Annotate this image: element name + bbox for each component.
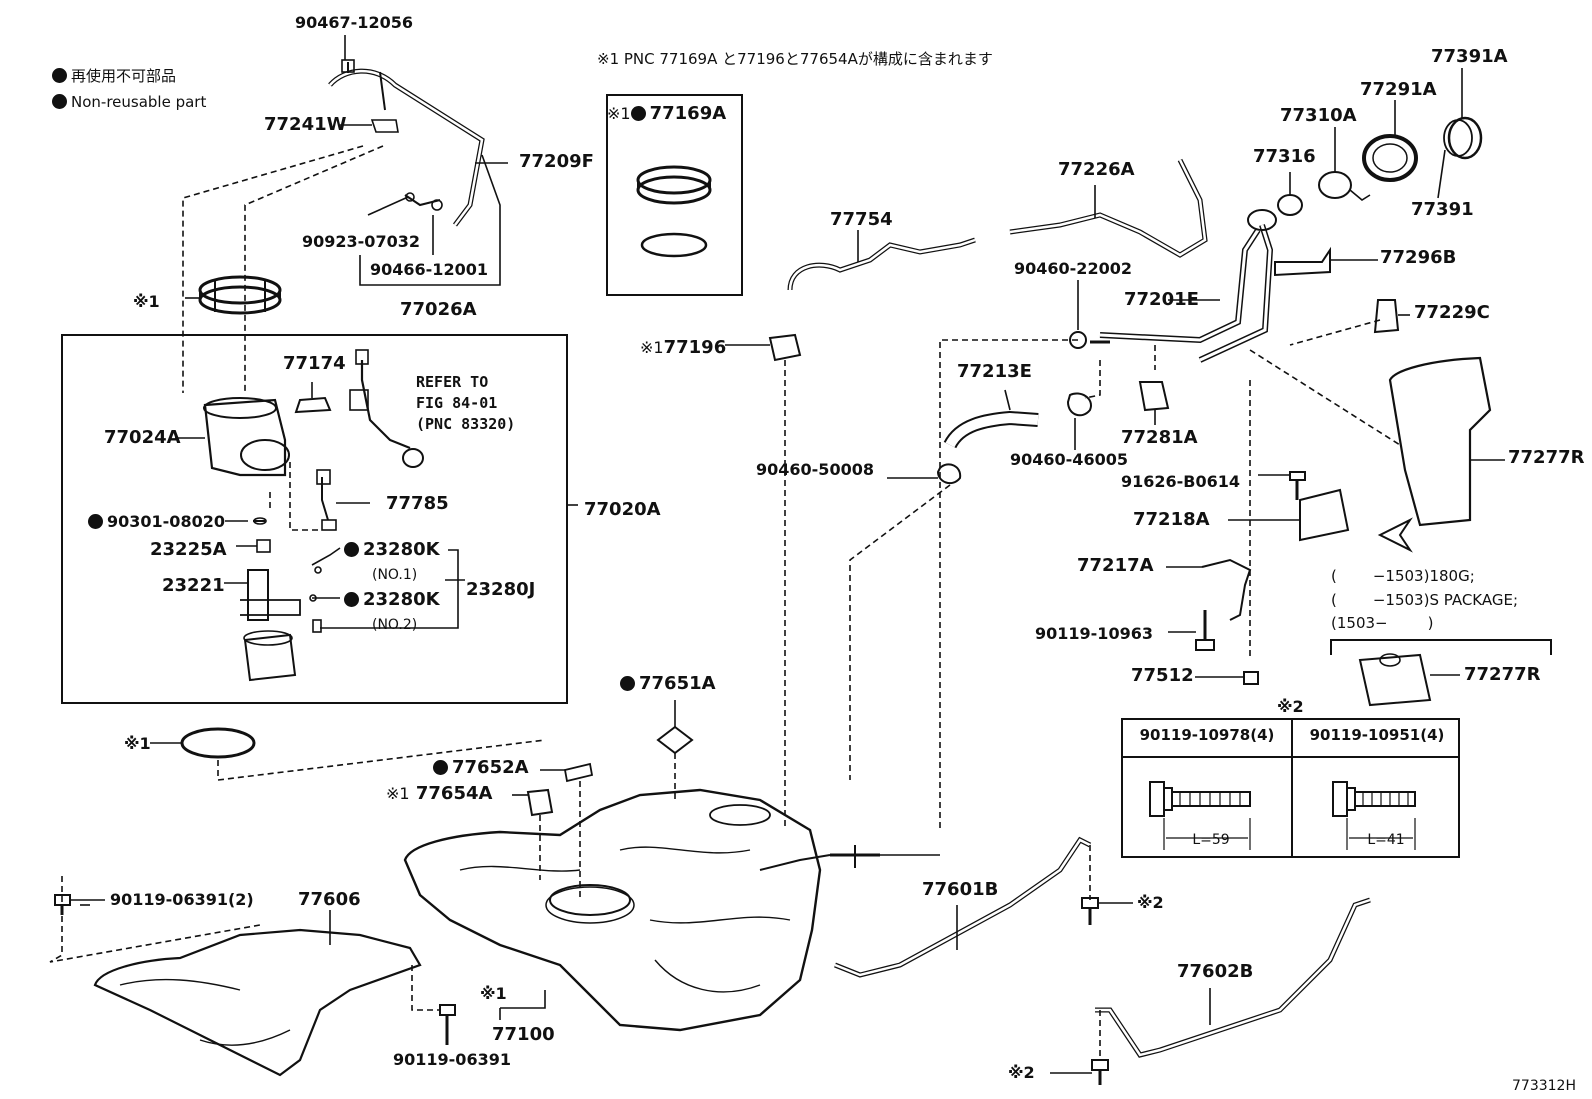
part-label: 77024A [104, 427, 181, 448]
fig-ref-line1: REFER TO [416, 373, 489, 391]
table-divider [1291, 720, 1293, 856]
non-reusable-dot-icon [344, 542, 359, 557]
bolt-table-col2: 90119-10951(4) [1309, 726, 1445, 744]
part-label: 77217A [1077, 555, 1154, 576]
part-label: 77026A [400, 299, 477, 320]
part-label: 77226A [1058, 159, 1135, 180]
legend-en: Non-reusable part [52, 92, 206, 112]
non-reusable-dot-icon [52, 68, 67, 83]
part-sub-label: (NO.1) [372, 567, 418, 583]
fig-ref-line3: (PNC 83320) [416, 415, 516, 433]
fuel-pump-23221 [247, 569, 269, 621]
mark-x1: ※1 [480, 984, 507, 1003]
part-label: 90460-22002 [1014, 259, 1132, 278]
bolt-diagram-41 [1332, 781, 1416, 850]
part-label-nonreusable: 77652A [433, 758, 529, 778]
table-header-line [1123, 756, 1458, 758]
part-label: 77100 [492, 1024, 555, 1045]
part-label: ※177196 [640, 337, 727, 358]
variant-line3: (1503−) [1331, 614, 1434, 632]
part-label: 77310A [1280, 105, 1357, 126]
non-reusable-dot-icon [88, 514, 103, 529]
part-label: 77241W [264, 114, 347, 135]
clip-77196 [768, 333, 802, 362]
pump-filter [243, 633, 297, 682]
part-label-nonreusable: 77651A [620, 674, 716, 694]
part-label: 90119-06391(2) [110, 890, 254, 909]
non-reusable-dot-icon [433, 760, 448, 775]
part-label: 90460-46005 [1010, 450, 1128, 469]
under-cover-77606 [93, 928, 422, 1077]
part-label: 23280J [466, 579, 536, 600]
part-label: 90466-12001 [370, 260, 488, 279]
part-label: 91626-B0614 [1121, 472, 1241, 491]
variant-line2: (−1503)S PACKAGE; [1331, 591, 1519, 609]
part-label: 77213E [957, 361, 1032, 382]
part-label: 77391A [1431, 46, 1508, 67]
fuel-pump-assembly-frame [61, 334, 568, 704]
bolt-table: 90119-10978(4) 90119-10951(4) L=59 L=41 [1121, 718, 1460, 858]
fig-ref-line2: FIG 84-01 [416, 394, 498, 412]
gasket-ring [180, 727, 256, 759]
part-label: 77201E [1124, 289, 1199, 310]
part-label: 77316 [1253, 146, 1316, 167]
mark-x1: ※1 [133, 292, 160, 311]
fuel-pump-module [203, 398, 287, 477]
tank-strap-77601B [834, 836, 1092, 978]
part-label-nonreusable: 23280K [344, 590, 440, 610]
part-label: 77281A [1121, 427, 1198, 448]
part-label-nonreusable: 90301-08020 [88, 512, 225, 532]
vent-tube-77209F [328, 68, 485, 227]
non-reusable-dot-icon [620, 676, 635, 691]
legend-ja: 再使用不可部品 [52, 66, 176, 86]
part-label: 77020A [584, 499, 661, 520]
bolt-length-41: L=41 [1367, 832, 1405, 848]
part-label: 77754 [830, 209, 893, 230]
part-label: 77602B [1177, 961, 1254, 982]
non-reusable-dot-icon [344, 592, 359, 607]
non-reusable-dot-icon [630, 106, 646, 121]
mark-x2: ※2 [1137, 893, 1164, 912]
part-label: 90119-06391 [393, 1050, 511, 1069]
mark-x1: ※1 [124, 734, 151, 753]
figure-id: 773312H [1512, 1078, 1576, 1094]
bolt-diagram-59 [1149, 781, 1251, 850]
part-label: 90923-07032 [302, 232, 420, 251]
part-label: 77512 [1131, 665, 1194, 686]
part-label: 77209F [519, 151, 594, 172]
kit-frame-77169A [606, 94, 743, 296]
mark-x2: ※2 [1008, 1063, 1035, 1082]
part-label: 77174 [283, 353, 346, 374]
part-label: 77391 [1411, 199, 1474, 220]
part-label: 90460-50008 [756, 460, 874, 479]
part-label: 77277R [1464, 664, 1541, 685]
part-label: 77291A [1360, 79, 1437, 100]
part-sub-label: (NO.2) [372, 617, 418, 633]
part-label: 77601B [922, 879, 999, 900]
part-label: 77218A [1133, 509, 1210, 530]
heat-shield-77277R [1388, 356, 1492, 527]
part-label: 77606 [298, 889, 361, 910]
mark-x2: ※2 [1277, 697, 1304, 716]
part-label: ※1 77654A [386, 783, 493, 804]
top-note: ※1 PNC 77169A と77196と77654Aが構成に含まれます [597, 50, 993, 68]
part-label: 90467-12056 [295, 13, 413, 32]
bolt-length-59: L=59 [1192, 832, 1230, 848]
non-reusable-dot-icon [52, 94, 67, 109]
part-label: 77277R [1508, 447, 1585, 468]
fuel-tank-77100 [403, 788, 822, 1032]
part-label: 77785 [386, 493, 449, 514]
part-label: 90119-10963 [1035, 624, 1153, 643]
part-label: 77296B [1380, 247, 1457, 268]
bolt-table-col1: 90119-10978(4) [1139, 726, 1275, 744]
part-label: 23225A [150, 539, 227, 560]
part-label-nonreusable: 23280K [344, 540, 440, 560]
part-label: 77229C [1414, 302, 1490, 323]
part-label: 23221 [162, 575, 225, 596]
variant-line1: (−1503)180G; [1331, 567, 1475, 585]
